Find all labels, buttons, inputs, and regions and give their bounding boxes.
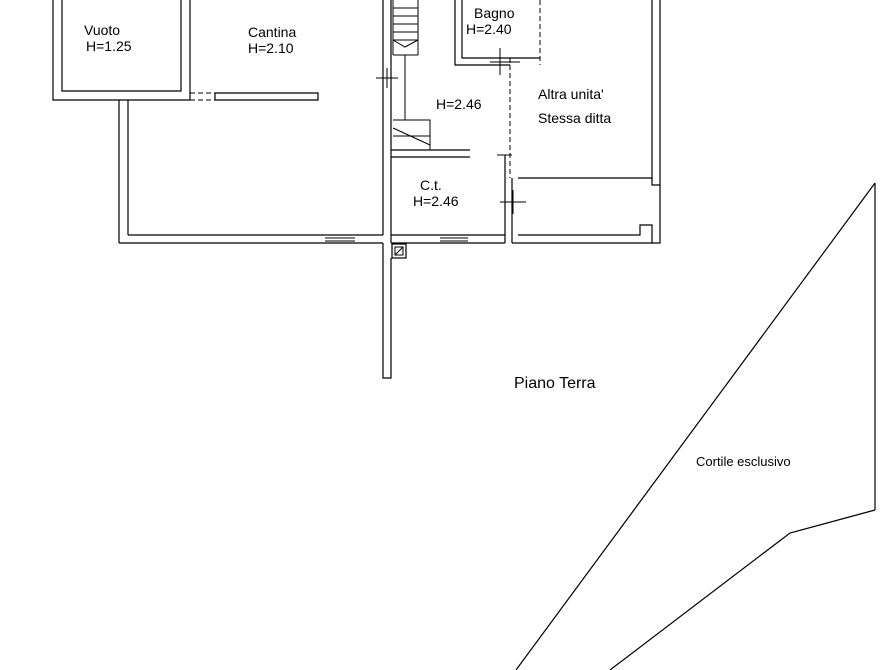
yard-boundary <box>515 182 876 670</box>
yard-label: Cortile esclusivo <box>696 454 791 469</box>
other-unit-label-1: Altra unita' <box>538 86 604 102</box>
other-unit-walls <box>512 0 661 244</box>
room-label-ct: C.t. <box>420 177 442 193</box>
boundary-wall-vertical <box>382 243 392 379</box>
room-height-ct: H=2.46 <box>413 193 459 209</box>
room-cantina-walls <box>118 92 383 244</box>
room-height-bagno: H=2.40 <box>466 21 512 37</box>
floor-title: Piano Terra <box>514 375 596 392</box>
room-label-bagno: Bagno <box>474 5 515 21</box>
room-ct-walls <box>391 234 505 259</box>
room-height-corridor: H=2.46 <box>436 96 482 112</box>
stair-core <box>376 0 470 243</box>
room-label-cantina: Cantina <box>248 24 296 40</box>
room-height-vuoto: H=1.25 <box>86 38 132 54</box>
room-label-vuoto: Vuoto <box>84 22 120 38</box>
room-vuoto-walls <box>52 0 191 101</box>
room-height-cantina: H=2.10 <box>248 40 294 56</box>
room-bagno-walls <box>454 0 541 75</box>
corridor-walls <box>497 65 526 243</box>
other-unit-label-2: Stessa ditta <box>538 110 611 126</box>
